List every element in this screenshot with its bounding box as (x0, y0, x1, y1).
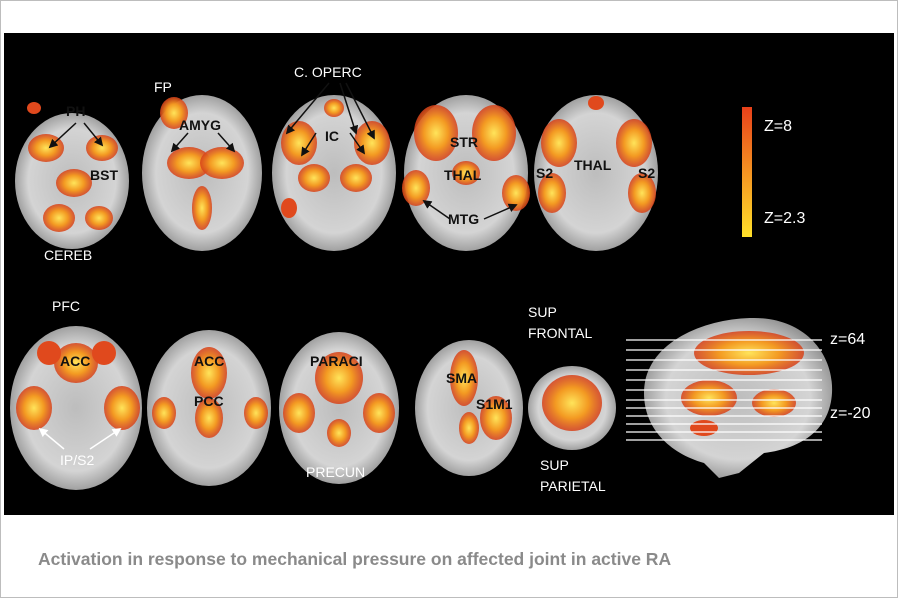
label-s2-right: S2 (638, 165, 655, 181)
axial-slice-7 (147, 330, 271, 486)
label-ip-s2: IP/S2 (60, 452, 94, 468)
label-paraci: PARACI (310, 353, 363, 369)
z-color-scale-bar (742, 107, 752, 237)
label-pcc: PCC (194, 393, 224, 409)
label-s1m1: S1M1 (476, 396, 513, 412)
label-pfc: PFC (52, 298, 80, 314)
label-sma: SMA (446, 370, 477, 386)
label-cereb: CEREB (44, 247, 92, 263)
axial-slice-9 (415, 340, 523, 476)
label-c-operc: C. OPERC (294, 64, 362, 80)
axial-slice-10 (528, 366, 616, 450)
label-sup-parietal-2: PARIETAL (540, 478, 606, 494)
sagittal-slice (626, 318, 833, 478)
axial-slice-2 (142, 95, 262, 251)
label-amyg: AMYG (179, 117, 221, 133)
brain-figure-svg: PH BST CEREB FP AMYG C. OPERC IC STR THA… (10, 64, 871, 494)
label-sup-frontal-1: SUP (528, 304, 557, 320)
axial-slice-4 (402, 95, 530, 251)
slice-level-lines (626, 339, 822, 441)
brain-activation-figure: PH BST CEREB FP AMYG C. OPERC IC STR THA… (4, 31, 894, 517)
z-min-label: Z=2.3 (764, 210, 805, 227)
label-acc-2: ACC (194, 353, 224, 369)
label-s2-left: S2 (536, 165, 553, 181)
label-thal-1: THAL (444, 167, 482, 183)
label-sup-parietal-1: SUP (540, 457, 569, 473)
label-thal-2: THAL (574, 157, 612, 173)
z-max-label: Z=8 (764, 118, 792, 135)
z-bottom-label: z=-20 (830, 405, 871, 422)
z-top-label: z=64 (830, 331, 865, 348)
annotation-arrows (38, 82, 518, 450)
label-fp: FP (154, 79, 172, 95)
axial-slice-5 (534, 95, 658, 251)
label-acc-1: ACC (60, 353, 90, 369)
label-ic: IC (325, 128, 339, 144)
label-ph: PH (66, 103, 85, 119)
label-sup-frontal-2: FRONTAL (528, 325, 593, 341)
axial-slice-8 (279, 332, 399, 484)
label-mtg: MTG (448, 211, 479, 227)
label-str: STR (450, 134, 478, 150)
axial-slice-6 (10, 326, 142, 490)
label-bst: BST (90, 167, 118, 183)
axial-slice-3 (272, 95, 396, 251)
label-precun: PRECUN (306, 464, 365, 480)
figure-caption: Activation in response to mechanical pre… (38, 549, 672, 569)
